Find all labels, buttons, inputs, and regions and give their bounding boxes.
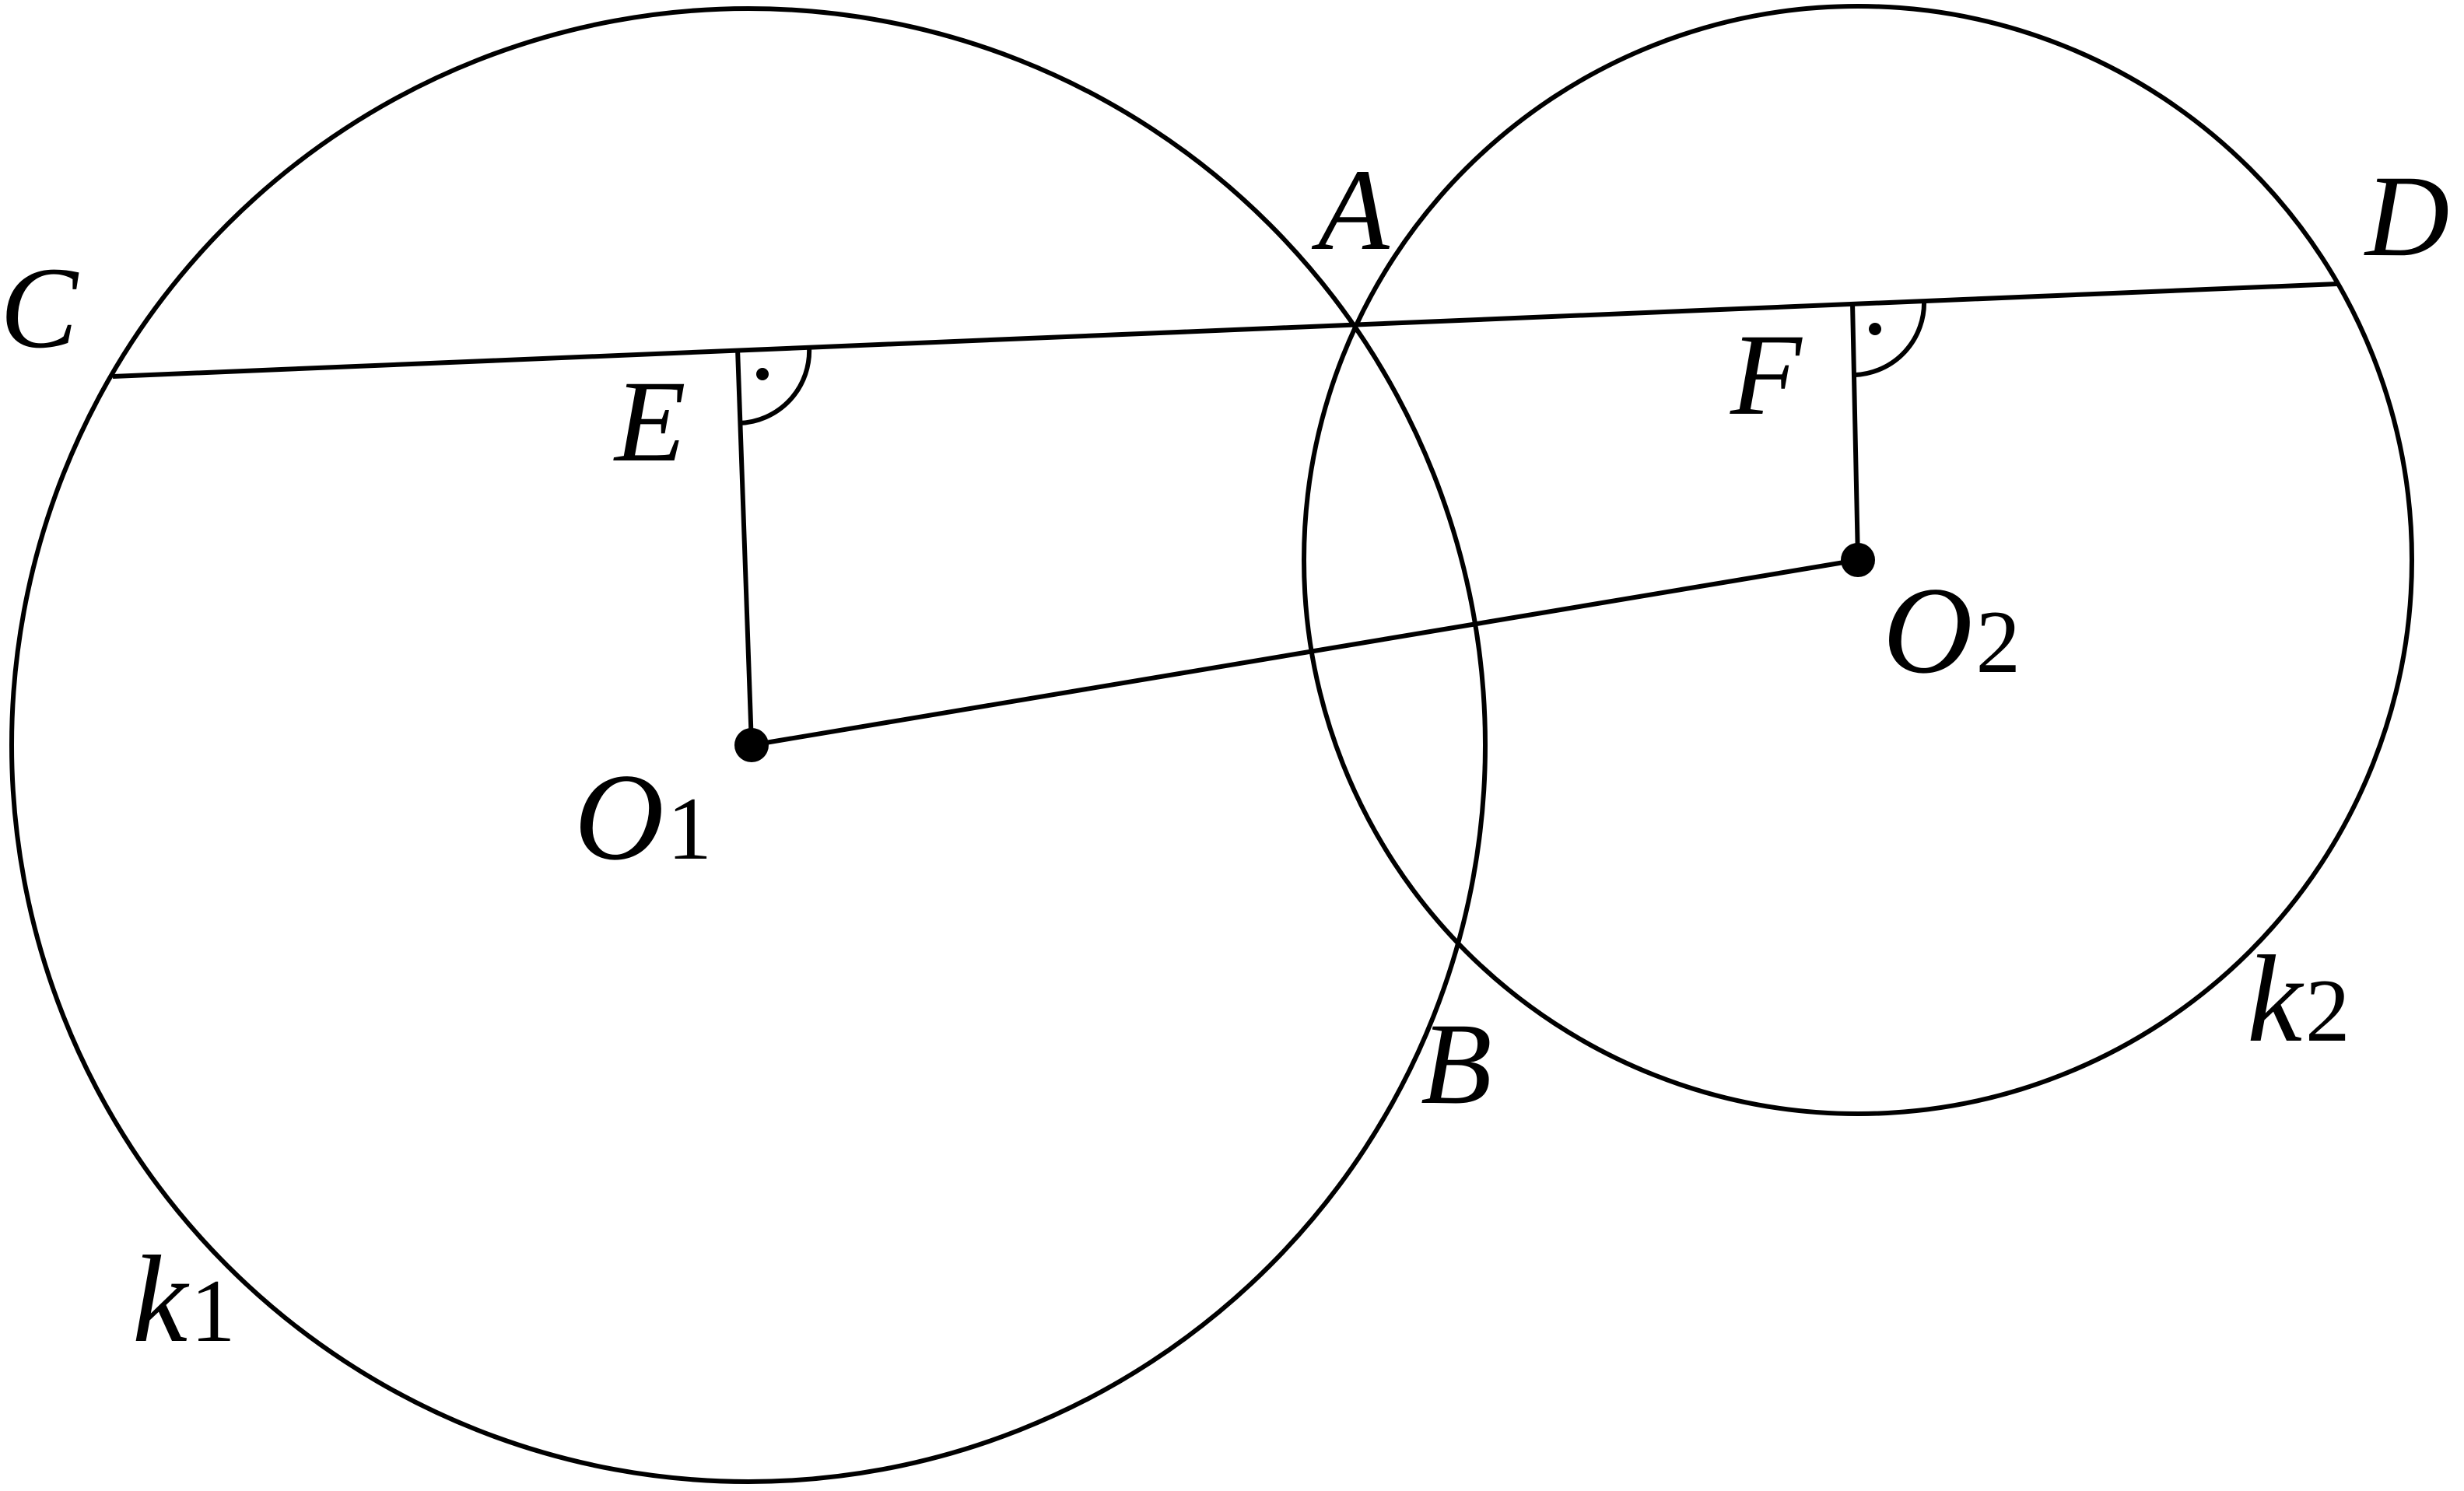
label-k1-subscript: 1 — [191, 1262, 236, 1360]
circle-k2 — [1302, 4, 2414, 1116]
right-angle-arc-F — [1855, 299, 1927, 377]
label-A: A — [1311, 145, 1390, 275]
label-O2: O2 — [1883, 561, 2021, 699]
label-k1: k1 — [132, 1230, 236, 1368]
point-O1-dot — [734, 728, 769, 762]
label-E: E — [613, 357, 686, 486]
label-D: D — [2364, 152, 2449, 281]
label-O1-subscript: 1 — [668, 779, 713, 878]
label-F: F — [1730, 310, 1803, 439]
label-k2: k2 — [2247, 929, 2350, 1068]
label-k2-letter: k — [2247, 929, 2305, 1068]
line-CD — [112, 282, 2338, 379]
segment-O2F — [1850, 302, 1860, 561]
segment-O1O2 — [751, 558, 1859, 747]
label-k2-subscript: 2 — [2305, 961, 2350, 1060]
right-angle-arc-E — [738, 346, 812, 425]
label-O2-letter: O — [1883, 561, 1973, 699]
label-O2-subscript: 2 — [1976, 593, 2021, 691]
right-angle-dot-F — [1869, 323, 1881, 335]
circle-k1 — [9, 6, 1488, 1484]
label-O1: O1 — [574, 747, 712, 886]
label-k1-letter: k — [132, 1230, 190, 1368]
label-B: B — [1421, 999, 1492, 1129]
segment-O1E — [735, 348, 754, 746]
label-C: C — [0, 243, 79, 373]
right-angle-dot-E — [756, 368, 769, 380]
point-O2-dot — [1841, 543, 1875, 577]
label-O1-letter: O — [574, 747, 664, 886]
